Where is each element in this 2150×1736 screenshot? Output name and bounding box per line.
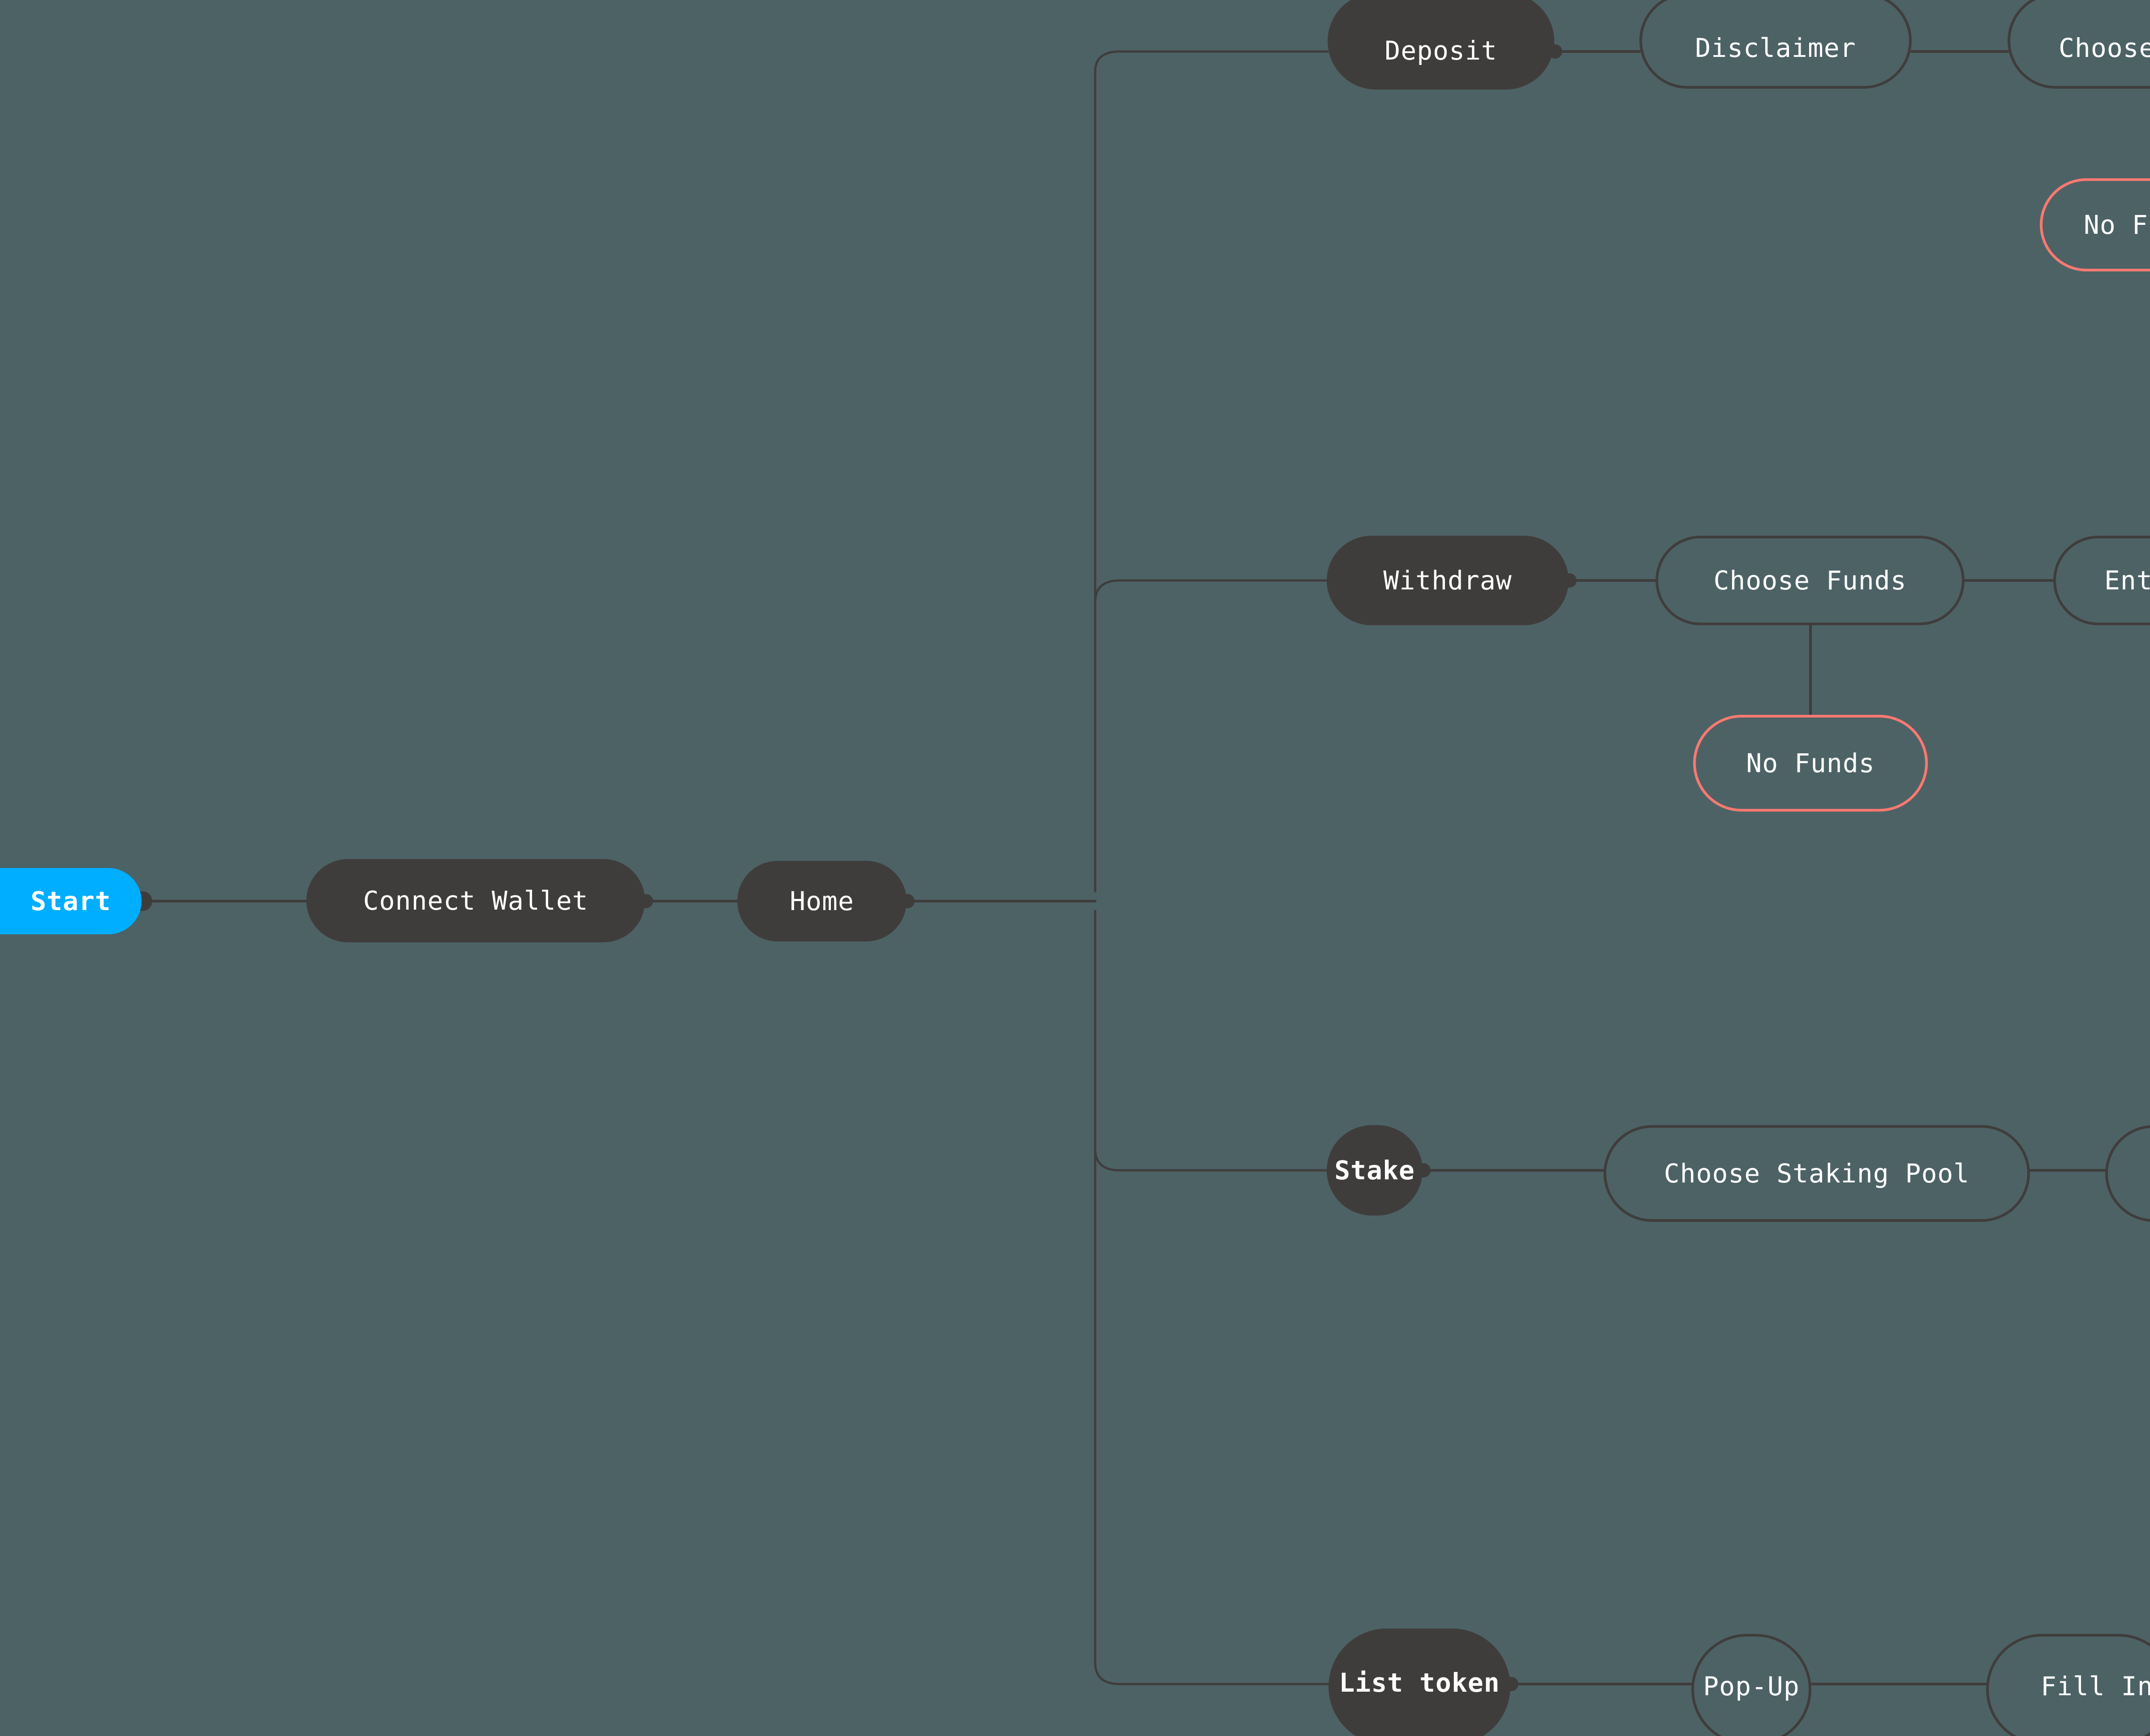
edge-trunk-deposit <box>1094 50 1329 893</box>
node-withdraw[interactable]: Withdraw <box>1327 536 1569 625</box>
node-enter-amount-label: Ent <box>2104 565 2150 596</box>
node-choose-staking-pool-label: Choose Staking Pool <box>1664 1158 1970 1189</box>
node-no-funds-deposit-label: No F <box>2084 210 2148 240</box>
edge-trunk-listtoken <box>1094 910 1330 1685</box>
node-home[interactable]: Home <box>737 861 907 941</box>
node-choose-deposit[interactable]: Choose <box>2008 0 2150 89</box>
node-deposit-label: Deposit <box>1385 35 1497 66</box>
node-no-funds-deposit[interactable]: No F <box>2040 178 2150 271</box>
node-stake[interactable]: Stake <box>1327 1125 1423 1216</box>
node-stake-next[interactable] <box>2105 1125 2150 1222</box>
node-no-funds-withdraw-label: No Funds <box>1746 748 1875 778</box>
node-choose-funds[interactable]: Choose Funds <box>1656 536 1965 625</box>
node-connect-wallet-label: Connect Wallet <box>363 885 589 916</box>
node-start-label: Start <box>30 886 111 916</box>
node-disclaimer[interactable]: Disclaimer <box>1639 0 1912 89</box>
node-choose-funds-label: Choose Funds <box>1713 565 1907 596</box>
edge-trunk-stake <box>1094 910 1328 1172</box>
node-list-token-label: List token <box>1339 1667 1500 1698</box>
node-popup-label: Pop-Up <box>1703 1671 1800 1702</box>
node-fill-in-label: Fill In <box>2041 1671 2150 1702</box>
edge-trunk-withdraw <box>1094 579 1328 893</box>
node-start[interactable]: Start <box>0 868 142 934</box>
node-enter-amount[interactable]: Ent <box>2053 536 2150 625</box>
node-connect-wallet[interactable]: Connect Wallet <box>306 859 645 942</box>
node-stake-label: Stake <box>1334 1155 1415 1186</box>
node-disclaimer-label: Disclaimer <box>1695 33 1856 63</box>
node-popup[interactable]: Pop-Up <box>1691 1634 1811 1736</box>
node-choose-staking-pool[interactable]: Choose Staking Pool <box>1604 1125 2030 1222</box>
node-list-token[interactable]: List token <box>1329 1629 1510 1736</box>
node-fill-in[interactable]: Fill In <box>1986 1634 2150 1736</box>
node-home-label: Home <box>790 886 854 916</box>
node-deposit[interactable]: Deposit <box>1328 0 1554 90</box>
node-withdraw-label: Withdraw <box>1383 565 1512 596</box>
node-no-funds-withdraw[interactable]: No Funds <box>1693 715 1928 812</box>
node-choose-deposit-label: Choose <box>2059 33 2150 63</box>
